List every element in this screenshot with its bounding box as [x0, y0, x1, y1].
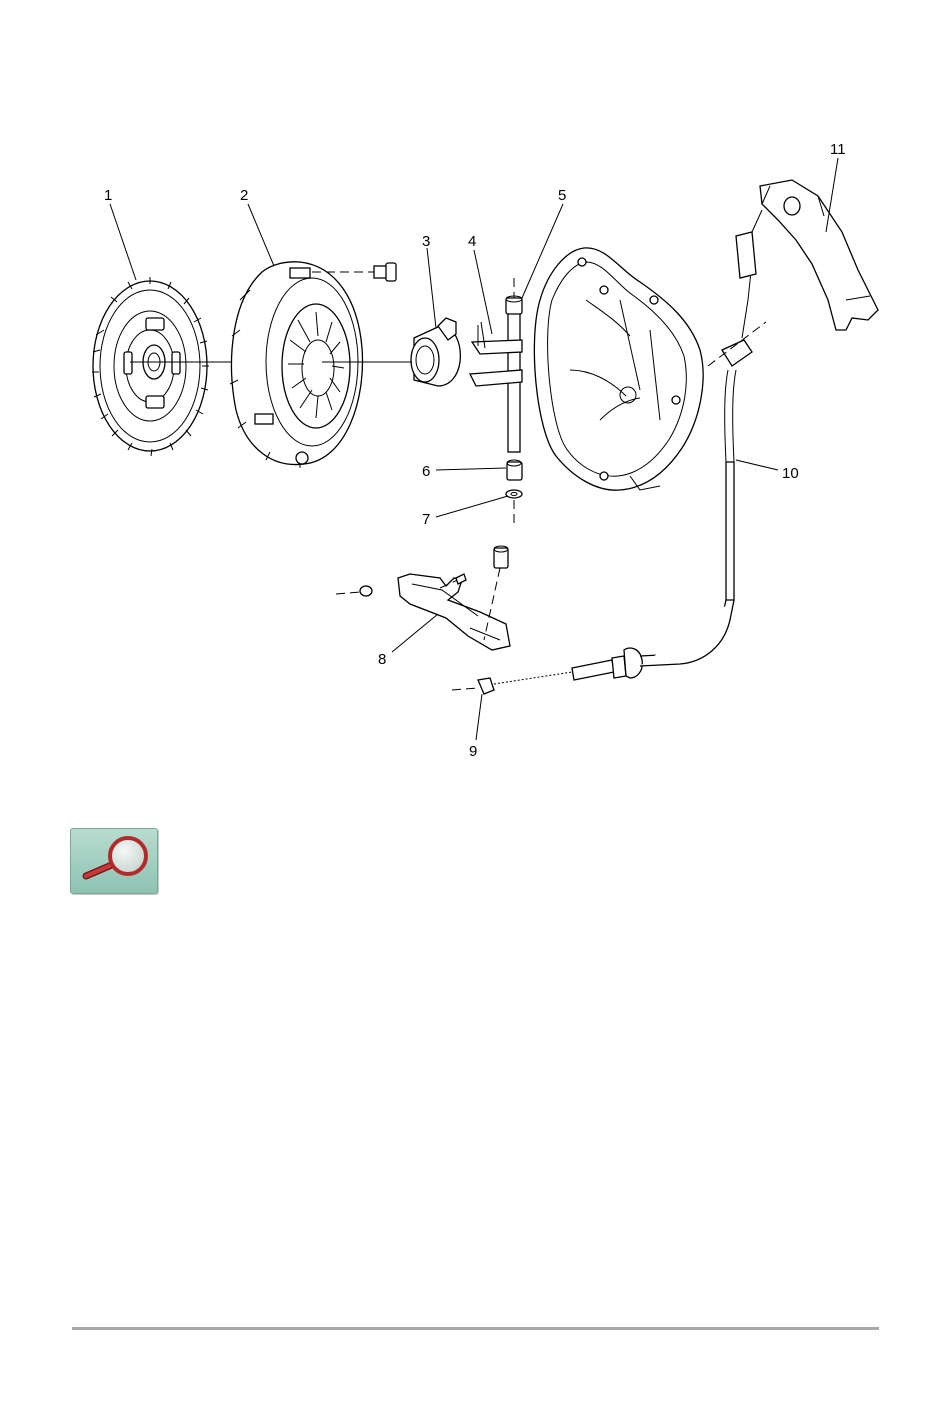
callout-9: 9 — [469, 743, 477, 760]
callout-4: 4 — [468, 233, 476, 250]
callout-2: 2 — [240, 187, 248, 204]
washer — [506, 490, 522, 528]
leader-9 — [476, 694, 482, 740]
leader-4 — [474, 250, 492, 334]
leader-3 — [427, 248, 436, 328]
leader-6 — [436, 468, 506, 470]
lower-bush — [507, 460, 522, 480]
callout-5: 5 — [558, 187, 566, 204]
callout-10: 10 — [782, 465, 799, 482]
clutch-exploded-diagram: 1 2 3 4 5 6 7 8 9 10 11 — [0, 0, 950, 800]
release-fork — [470, 312, 522, 452]
callout-3: 3 — [422, 233, 430, 250]
callout-8: 8 — [378, 651, 386, 668]
pressure-plate — [230, 262, 363, 468]
zoom-button[interactable] — [70, 828, 158, 894]
callout-6: 6 — [422, 463, 430, 480]
callout-11: 11 — [830, 141, 846, 158]
footer-divider — [72, 1327, 879, 1330]
callout-7: 7 — [422, 511, 430, 528]
leader-8 — [392, 614, 438, 652]
leader-10 — [736, 460, 778, 470]
magnifier-icon — [70, 828, 158, 894]
leader-7 — [436, 496, 508, 517]
upper-bush — [506, 278, 522, 314]
clutch-pedal — [760, 180, 878, 330]
cable-bracket — [336, 546, 510, 650]
release-bearing — [411, 318, 460, 386]
leader-1 — [110, 204, 136, 280]
leader-2 — [248, 204, 274, 266]
transmission-housing — [534, 248, 703, 490]
callout-1: 1 — [104, 187, 112, 204]
cable-clip — [452, 678, 494, 694]
clutch-disc — [92, 277, 209, 456]
